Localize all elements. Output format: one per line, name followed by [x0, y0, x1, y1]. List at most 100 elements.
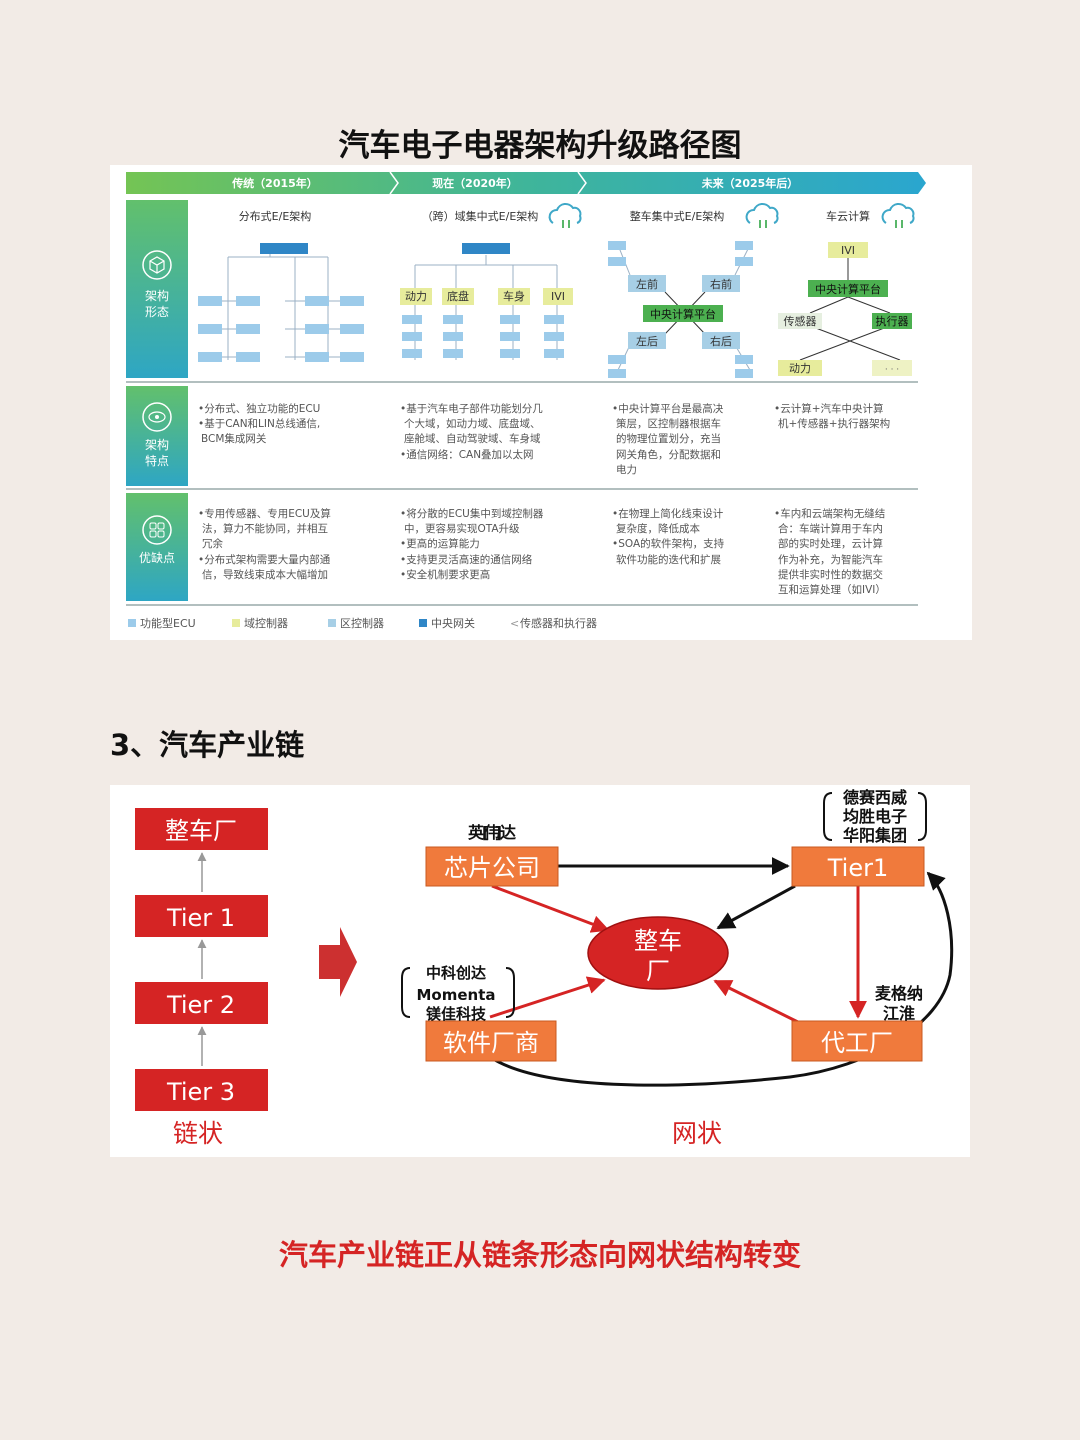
cloud-icon [548, 203, 915, 224]
svg-text:机+传感器+执行器架构: 机+传感器+执行器架构 [778, 417, 890, 430]
svg-text:提供非实时性的数据交: 提供非实时性的数据交 [778, 568, 883, 581]
svg-text:江淮: 江淮 [883, 1004, 915, 1023]
svg-text:•基于汽车电子部件功能划分几: •基于汽车电子部件功能划分几 [400, 402, 543, 415]
svg-text:•基于CAN和LIN总线通信,: •基于CAN和LIN总线通信, [198, 417, 320, 430]
svg-text:的物理位置划分，充当: 的物理位置划分，充当 [616, 432, 721, 445]
svg-text:软件功能的迭代和扩展: 软件功能的迭代和扩展 [616, 553, 721, 566]
domain-label: 车身 [503, 289, 525, 303]
svg-text:整车厂: 整车厂 [165, 817, 237, 845]
svg-text:传感器: 传感器 [784, 315, 817, 328]
svg-text:德赛西威: 德赛西威 [843, 788, 907, 807]
svg-text:域控制器: 域控制器 [244, 616, 288, 630]
conclusion-text: 汽车产业链正从链条形态向网状结构转变 [278, 1238, 801, 1272]
svg-text:•SOA的软件架构，支持: •SOA的软件架构，支持 [612, 537, 725, 550]
column-title: 车云计算 [826, 209, 870, 223]
features-col-1: •分布式、独立功能的ECU •基于CAN和LIN总线通信, BCM集成网关 [198, 402, 320, 445]
svg-text:中央网关: 中央网关 [431, 616, 475, 630]
actuator-node [872, 313, 912, 329]
sensor-node [778, 313, 822, 329]
zone-label: 右后 [710, 334, 732, 348]
phase-label: 现在（2020年） [432, 176, 518, 190]
chain-node-tier2 [135, 982, 268, 1024]
node-chip-company [425, 846, 559, 887]
ecu-boxes [608, 241, 753, 378]
svg-text:•将分散的ECU集中到域控制器: •将分散的ECU集中到域控制器 [400, 507, 544, 520]
central-gateway [260, 243, 308, 254]
svg-text:座舱域、自动驾驶域、车身域: 座舱域、自动驾驶域、车身域 [404, 432, 541, 445]
zone-label: 左前 [636, 277, 658, 291]
central-compute-platform [808, 280, 888, 297]
page-title: 汽车电子电器架构升级路径图 [338, 128, 742, 164]
more-node [872, 360, 912, 376]
chip-examples-bracket: [ ] [482, 823, 502, 842]
svg-text:复杂度，降低成本: 复杂度，降低成本 [616, 522, 700, 535]
row-label-text: 架构 [145, 288, 169, 303]
central-compute-platform [643, 305, 723, 322]
svg-text:厂: 厂 [646, 957, 670, 985]
zone-controllers [628, 275, 740, 349]
svg-text:中央计算平台: 中央计算平台 [650, 307, 716, 321]
chain-node-oem [135, 808, 268, 850]
software-examples: 中科创达 Momenta 镁佳科技 [416, 964, 495, 1023]
ecu-boxes [198, 296, 364, 362]
svg-text:策层，区控制器根据车: 策层，区控制器根据车 [616, 417, 721, 430]
domain-label: IVI [551, 290, 565, 303]
row-label-text: 形态 [145, 305, 169, 319]
central-gateway [462, 243, 510, 254]
svg-text:软件厂商: 软件厂商 [443, 1029, 539, 1057]
svg-text:IVI: IVI [841, 244, 855, 257]
chain-node-tier3 [135, 1069, 268, 1111]
chain-nodes [135, 808, 268, 1111]
domain-label: 动力 [405, 290, 427, 303]
svg-text:互和运算处理（如IVI）: 互和运算处理（如IVI） [778, 583, 886, 596]
svg-text:镁佳科技: 镁佳科技 [426, 1005, 487, 1023]
svg-text:•在物理上简化线束设计: •在物理上简化线束设计 [612, 507, 724, 520]
svg-text:•支持更灵活高速的通信网络: •支持更灵活高速的通信网络 [400, 553, 533, 566]
row-label-text: 优缺点 [139, 550, 175, 565]
svg-text:作为补充，为智能汽车: 作为补充，为智能汽车 [778, 553, 883, 566]
svg-text:中，更容易实现OTA升级: 中，更容易实现OTA升级 [404, 522, 520, 535]
svg-text:•通信网络：CAN叠加以太网: •通信网络：CAN叠加以太网 [400, 448, 534, 461]
pros-col-2: •将分散的ECU集中到域控制器 中，更容易实现OTA升级 •更高的运算能力 •支… [400, 507, 544, 581]
node-tier1 [791, 846, 925, 887]
section-title: 3、汽车产业链 [110, 728, 305, 762]
svg-text:芯片公司: 芯片公司 [444, 854, 540, 882]
architecture-diagram: 传统（2015年） 现在（2020年） 未来（2025年后） 架构 形态 架构 … [110, 165, 972, 640]
network-caption: 网状 [672, 1119, 722, 1148]
column-title: 整车集中式E/E架构 [630, 209, 725, 223]
chain-node-tier1 [135, 895, 268, 937]
chip-examples: 英伟达 [467, 823, 516, 842]
domain-label: 底盘 [447, 289, 469, 303]
tier1-examples: 德赛西威 均胜电子 华阳集团 [843, 788, 907, 845]
svg-text:个大域，如动力域、底盘域、: 个大域，如动力域、底盘域、 [404, 417, 541, 430]
svg-text:冗余: 冗余 [202, 537, 223, 550]
svg-text:合：车端计算用于车内: 合：车端计算用于车内 [778, 522, 883, 535]
transition-arrow [319, 927, 357, 997]
svg-text:中科创达: 中科创达 [426, 964, 486, 982]
pros-col-1: •专用传感器、专用ECU及算 法，算力不能协同，并相互 冗余 •分布式架构需要大… [198, 507, 331, 581]
column-title: 分布式E/E架构 [239, 209, 312, 223]
pros-col-4: •车内和云端架构无缝结 合：车端计算用于车内 部的实时处理，云计算 作为补充，为… [774, 507, 886, 596]
svg-text:•专用传感器、专用ECU及算: •专用传感器、专用ECU及算 [198, 507, 331, 520]
svg-text:•中央计算平台是最高决: •中央计算平台是最高决 [612, 402, 724, 415]
svg-text:华阳集团: 华阳集团 [843, 826, 907, 845]
svg-text:Tier 3: Tier 3 [166, 1078, 235, 1106]
row-label-form [126, 200, 188, 378]
features-col-3: •中央计算平台是最高决 策层，区控制器根据车 的物理位置划分，充当 网关角色，分… [612, 402, 724, 476]
ivi-node [828, 242, 868, 258]
svg-text:整车: 整车 [634, 927, 682, 955]
zone-label: 左后 [636, 335, 658, 348]
phase-label: 传统（2015年） [231, 176, 318, 190]
svg-text:电力: 电力 [616, 463, 637, 476]
svg-text:法，算力不能协同，并相互: 法，算力不能协同，并相互 [202, 522, 328, 535]
svg-text:中央计算平台: 中央计算平台 [815, 282, 881, 296]
node-oem [587, 916, 729, 990]
node-foundry [791, 1020, 923, 1062]
row-label-text: 架构 [145, 437, 169, 452]
svg-text:区控制器: 区控制器 [340, 616, 384, 630]
svg-text:Tier1: Tier1 [827, 854, 889, 882]
svg-text:•云计算+汽车中央计算: •云计算+汽车中央计算 [774, 402, 884, 415]
power-node [778, 360, 822, 376]
svg-text:Tier 2: Tier 2 [166, 991, 235, 1019]
svg-text:麦格纳: 麦格纳 [875, 984, 923, 1003]
